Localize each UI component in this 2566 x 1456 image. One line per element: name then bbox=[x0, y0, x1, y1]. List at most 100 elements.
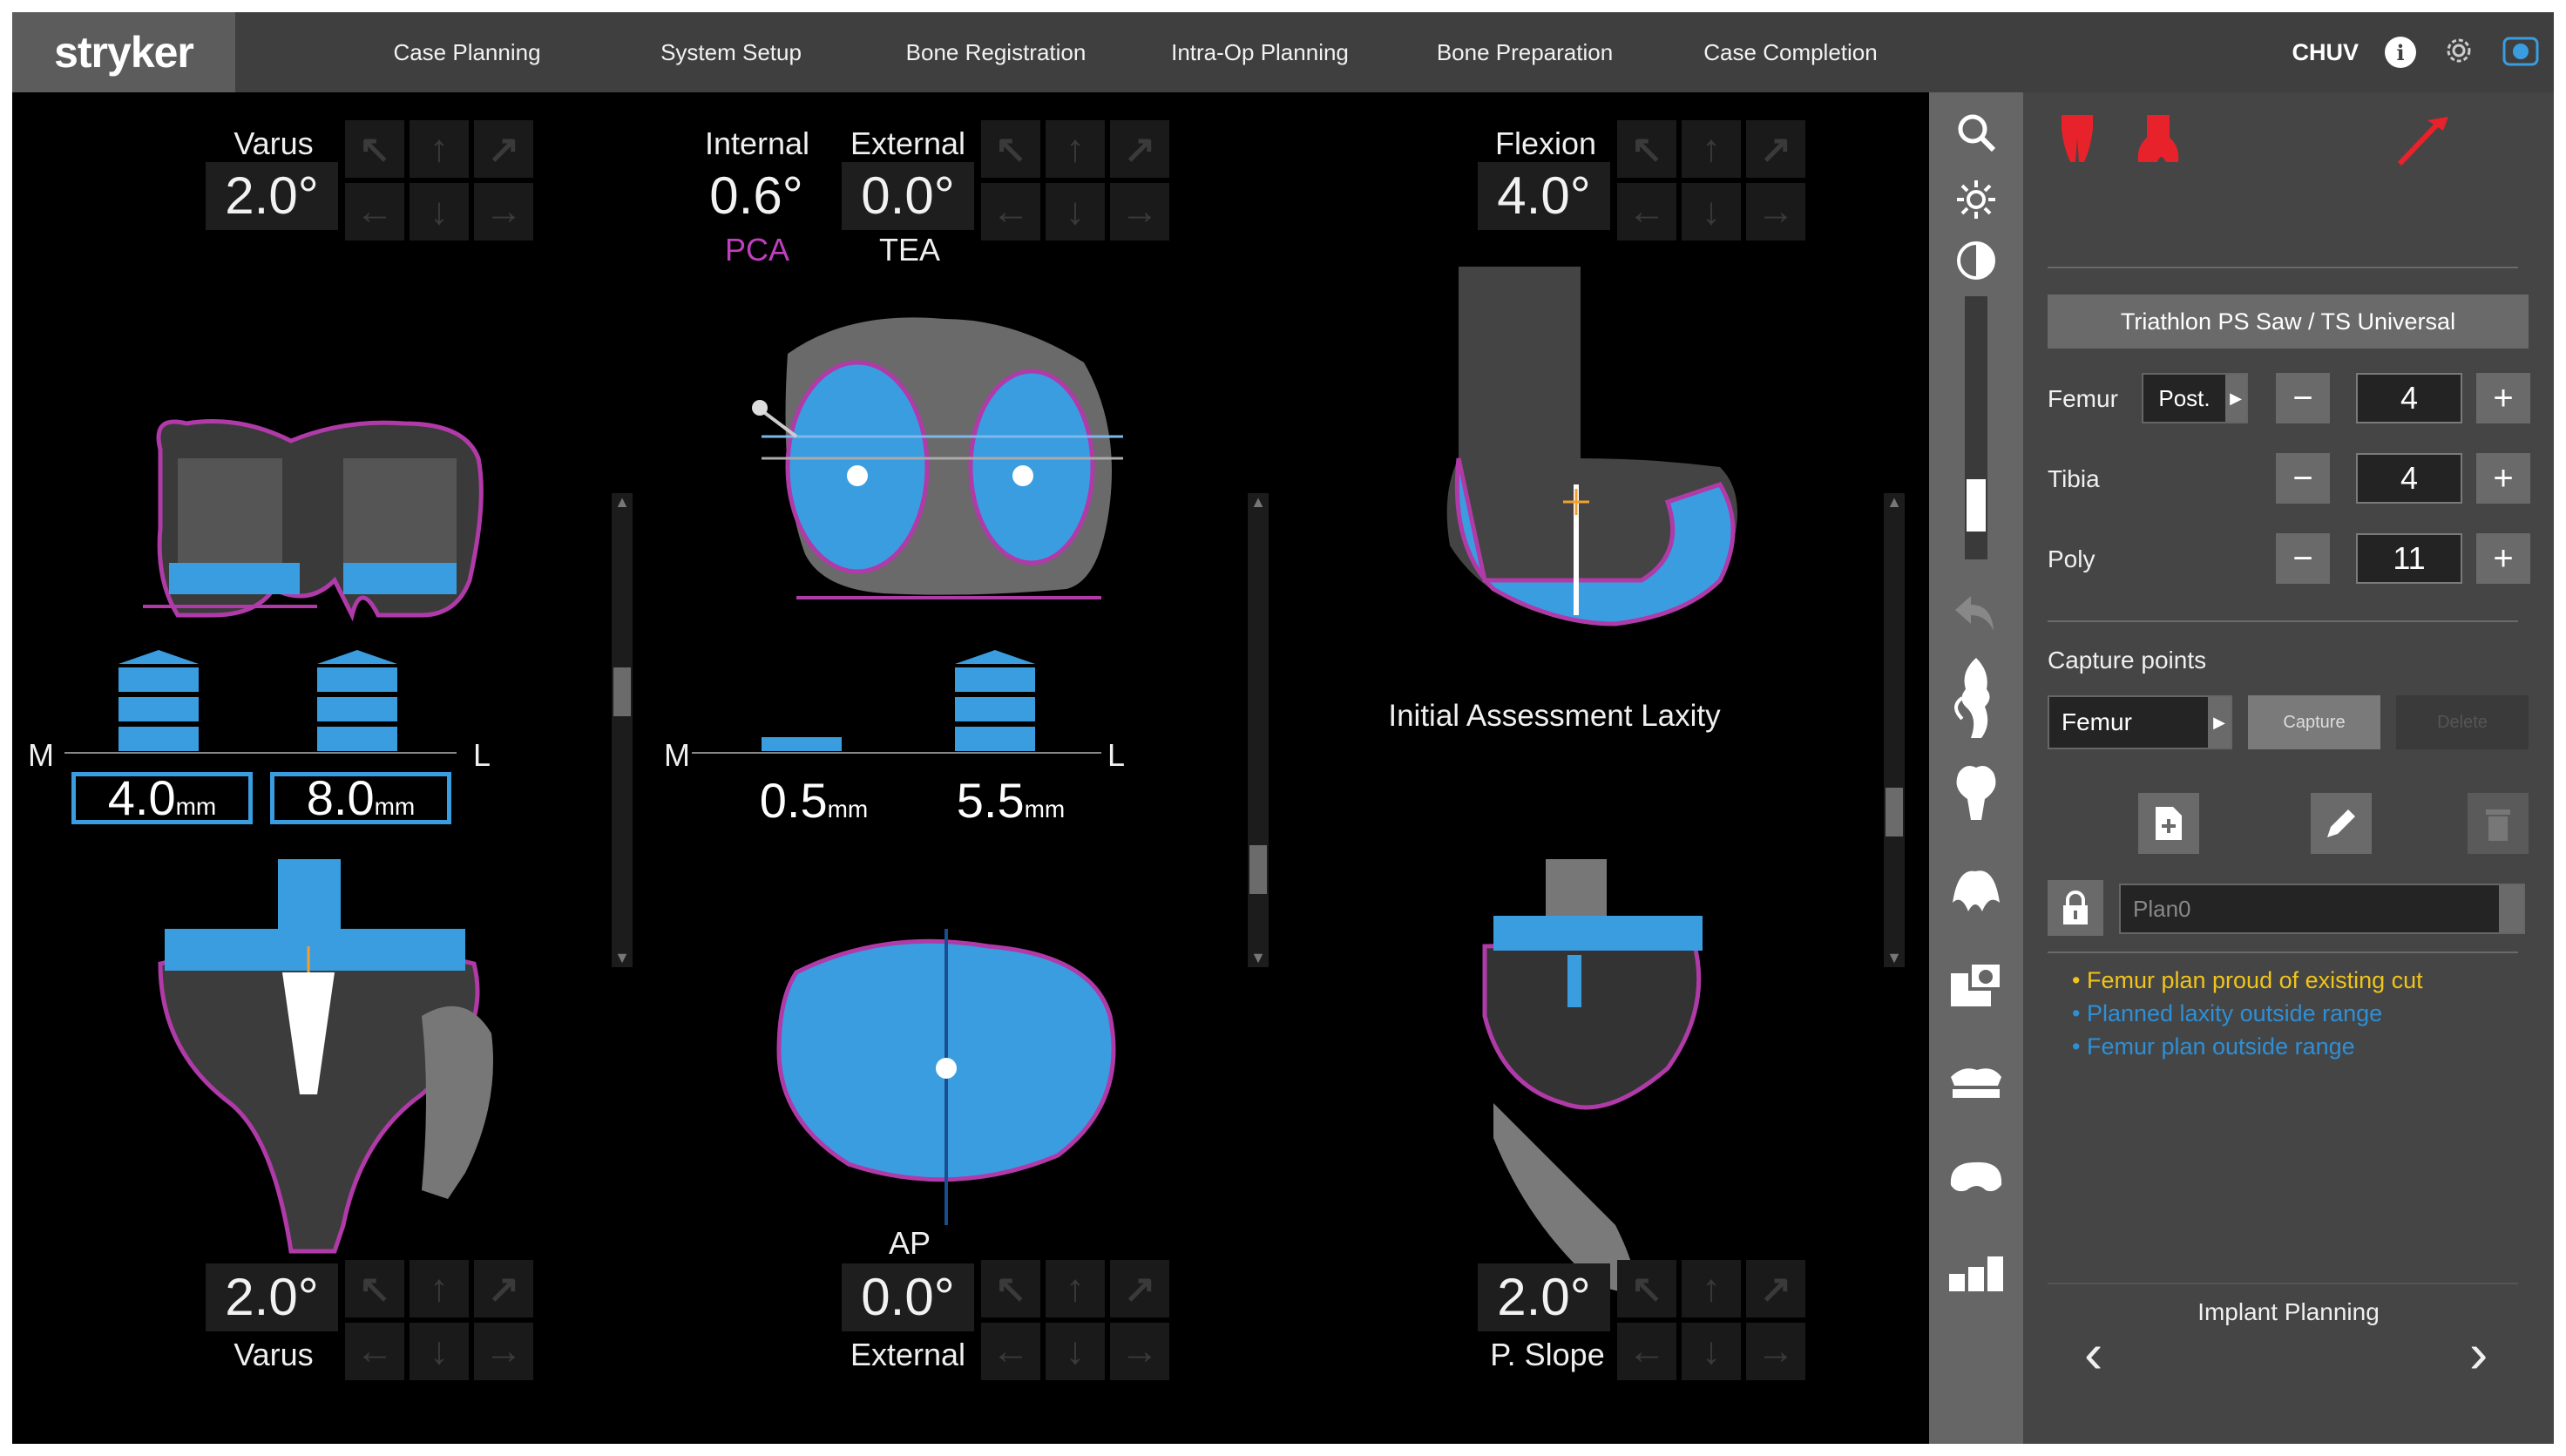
arrow-up-icon[interactable]: ↑ bbox=[1046, 120, 1105, 178]
scroll-thumb[interactable] bbox=[1886, 788, 1903, 836]
lock-button[interactable] bbox=[2048, 880, 2103, 936]
tibia-top-icon[interactable] bbox=[1940, 1129, 2013, 1225]
implant-system-button[interactable]: Triathlon PS Saw / TS Universal bbox=[2048, 295, 2529, 349]
scroll-thumb[interactable] bbox=[1249, 845, 1267, 894]
capture-target-select[interactable]: Femur ▶ bbox=[2048, 695, 2232, 749]
contrast-icon[interactable] bbox=[1940, 230, 2013, 291]
femur-plus-button[interactable]: + bbox=[2476, 373, 2530, 423]
arrow-up-right-icon[interactable]: ↗ bbox=[1110, 120, 1169, 178]
arrow-up-left-icon[interactable]: ↖ bbox=[1617, 120, 1676, 178]
arrow-left-icon[interactable]: ← bbox=[345, 183, 404, 240]
femur-view-icon[interactable] bbox=[1940, 746, 2013, 842]
arrow-down-icon[interactable]: ↓ bbox=[1046, 183, 1105, 240]
bone-slices-icon[interactable] bbox=[1940, 1033, 2013, 1129]
brightness-icon[interactable] bbox=[1940, 169, 2013, 230]
arrow-down-icon[interactable]: ↓ bbox=[1682, 1323, 1741, 1380]
arrow-down-icon[interactable]: ↓ bbox=[1046, 1323, 1105, 1380]
slider-thumb[interactable] bbox=[1967, 479, 1986, 532]
magnifier-icon[interactable] bbox=[1940, 96, 2013, 169]
poly-minus-button[interactable]: − bbox=[2276, 533, 2330, 584]
contrast-slider[interactable] bbox=[1965, 296, 1987, 559]
femur-size-label: Femur bbox=[2048, 385, 2118, 412]
arrow-left-icon[interactable]: ← bbox=[345, 1323, 404, 1380]
arrow-left-icon[interactable]: ← bbox=[1617, 1323, 1676, 1380]
arrow-left-icon[interactable]: ← bbox=[1617, 183, 1676, 240]
arrow-right-icon[interactable]: → bbox=[1110, 1323, 1169, 1380]
arrow-right-icon[interactable]: → bbox=[474, 1323, 533, 1380]
scroll-down-icon[interactable]: ▼ bbox=[614, 949, 630, 966]
new-plan-button[interactable] bbox=[2138, 793, 2199, 854]
warning-text-0: Femur plan proud of existing cut bbox=[2086, 967, 2423, 993]
scrollbar-left[interactable]: ▲▼ bbox=[612, 493, 633, 967]
arrow-up-right-icon[interactable]: ↗ bbox=[1746, 1260, 1805, 1317]
bottom-right-angle-label: P. Slope bbox=[1490, 1337, 1605, 1372]
undo-icon[interactable] bbox=[1940, 577, 2013, 650]
delete-button[interactable]: Delete bbox=[2396, 695, 2529, 749]
arrow-up-left-icon[interactable]: ↖ bbox=[345, 1260, 404, 1317]
femur-implant-icon[interactable] bbox=[2058, 112, 2096, 170]
arrow-up-icon[interactable]: ↑ bbox=[1046, 1260, 1105, 1317]
prev-page-icon[interactable]: ‹ bbox=[2084, 1322, 2103, 1385]
camera-view-icon[interactable] bbox=[1940, 938, 2013, 1033]
tibia-minus-button[interactable]: − bbox=[2276, 453, 2330, 504]
femur-type-select[interactable]: Post. ▶ bbox=[2142, 373, 2248, 423]
scroll-thumb[interactable] bbox=[613, 667, 631, 716]
arrow-up-icon[interactable]: ↑ bbox=[410, 1260, 469, 1317]
capture-button[interactable]: Capture bbox=[2248, 695, 2380, 749]
info-icon[interactable]: i bbox=[2385, 37, 2416, 68]
arrow-down-icon[interactable]: ↓ bbox=[410, 1323, 469, 1380]
tibia-view-icon[interactable] bbox=[1940, 842, 2013, 938]
knee-lateral-icon[interactable] bbox=[1940, 650, 2013, 746]
arrow-up-right-icon[interactable]: ↗ bbox=[1110, 1260, 1169, 1317]
edit-plan-button[interactable] bbox=[2311, 793, 2372, 854]
bottom-left-angle-label: Varus bbox=[234, 1337, 314, 1372]
scroll-down-icon[interactable]: ▼ bbox=[1250, 949, 1266, 966]
tibia-plus-button[interactable]: + bbox=[2476, 453, 2530, 504]
scroll-up-icon[interactable]: ▲ bbox=[1250, 493, 1266, 511]
arrow-right-icon[interactable]: → bbox=[474, 183, 533, 240]
nav-case-completion[interactable]: Case Completion bbox=[1703, 39, 1878, 65]
arrow-left-icon[interactable]: ← bbox=[981, 1323, 1040, 1380]
next-page-icon[interactable]: › bbox=[2469, 1322, 2488, 1385]
nav-system-setup[interactable]: System Setup bbox=[660, 39, 802, 65]
arrow-up-left-icon[interactable]: ↖ bbox=[981, 1260, 1040, 1317]
arrow-up-right-icon[interactable]: ↗ bbox=[474, 1260, 533, 1317]
saw-tool-icon[interactable] bbox=[2393, 113, 2454, 172]
scroll-up-icon[interactable]: ▲ bbox=[1886, 493, 1902, 511]
arrow-up-left-icon[interactable]: ↖ bbox=[1617, 1260, 1676, 1317]
arrow-up-right-icon[interactable]: ↗ bbox=[1746, 120, 1805, 178]
laxity-left-medial-number: 4.0 bbox=[107, 770, 176, 825]
arrow-up-icon[interactable]: ↑ bbox=[1682, 1260, 1741, 1317]
external-value: 0.0° bbox=[842, 162, 974, 230]
arrow-up-left-icon[interactable]: ↖ bbox=[981, 120, 1040, 178]
delete-plan-button[interactable] bbox=[2468, 793, 2529, 854]
poly-plus-button[interactable]: + bbox=[2476, 533, 2530, 584]
laxity-unit: mm bbox=[175, 793, 217, 820]
scrollbar-mid[interactable]: ▲▼ bbox=[1248, 493, 1269, 967]
scroll-down-icon[interactable]: ▼ bbox=[1886, 949, 1902, 966]
arrow-right-icon[interactable]: → bbox=[1746, 183, 1805, 240]
arrow-down-icon[interactable]: ↓ bbox=[410, 183, 469, 240]
capture-target-value: Femur bbox=[2062, 708, 2132, 735]
nav-bone-registration[interactable]: Bone Registration bbox=[905, 39, 1087, 65]
nav-case-planning[interactable]: Case Planning bbox=[393, 39, 541, 65]
gear-icon[interactable] bbox=[2442, 34, 2475, 71]
femur-minus-button[interactable]: − bbox=[2276, 373, 2330, 423]
scroll-up-icon[interactable]: ▲ bbox=[614, 493, 630, 511]
nav-intra-op-planning[interactable]: Intra-Op Planning bbox=[1171, 39, 1349, 65]
arrow-down-icon[interactable]: ↓ bbox=[1682, 183, 1741, 240]
tibia-implant-icon[interactable] bbox=[2135, 112, 2182, 170]
plan-name-input[interactable]: Plan0 bbox=[2119, 884, 2525, 934]
arrow-right-icon[interactable]: → bbox=[1110, 183, 1169, 240]
layout-icon[interactable] bbox=[1940, 1225, 2013, 1321]
arrow-up-icon[interactable]: ↑ bbox=[1682, 120, 1741, 178]
arrow-up-left-icon[interactable]: ↖ bbox=[345, 120, 404, 178]
arrow-up-right-icon[interactable]: ↗ bbox=[474, 120, 533, 178]
camera-icon[interactable] bbox=[2502, 33, 2540, 72]
arrow-right-icon[interactable]: → bbox=[1746, 1323, 1805, 1380]
scrollbar-right[interactable]: ▲▼ bbox=[1884, 493, 1905, 967]
arrow-up-icon[interactable]: ↑ bbox=[410, 120, 469, 178]
nav-bone-preparation[interactable]: Bone Preparation bbox=[1436, 39, 1614, 65]
arrow-left-icon[interactable]: ← bbox=[981, 183, 1040, 240]
add-file-icon bbox=[2156, 807, 2182, 840]
